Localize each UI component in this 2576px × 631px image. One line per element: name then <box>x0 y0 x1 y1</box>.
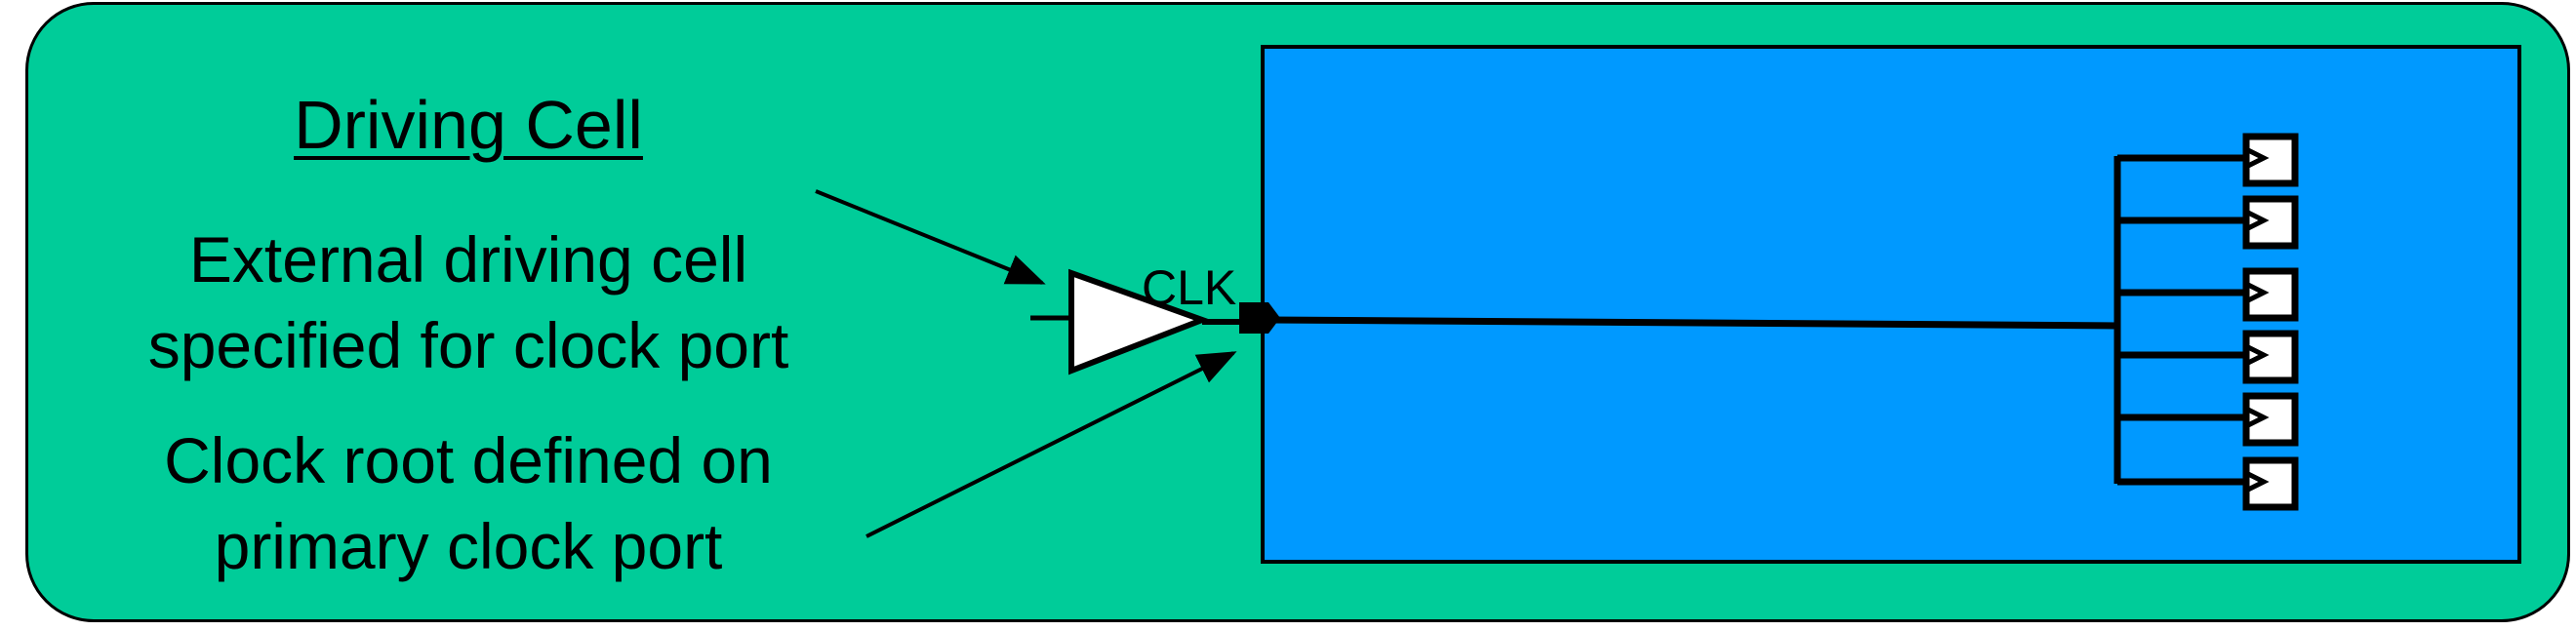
flip-flop-icon <box>2242 392 2299 447</box>
clock-root-arrow <box>865 351 1237 538</box>
clock-sinks <box>2117 133 2299 511</box>
flip-flop-icon <box>2242 133 2299 187</box>
flip-flop-icon <box>2242 456 2299 511</box>
design-block <box>1261 45 2521 564</box>
flip-flop-icon <box>2242 330 2299 384</box>
clock-root-line2: primary clock port <box>214 510 723 582</box>
driving-cell-heading: Driving Cell <box>294 87 643 163</box>
clock-root-description: Clock root defined on primary clock port <box>78 417 859 589</box>
clock-net <box>1268 316 2118 330</box>
flip-flop-icon <box>2242 267 2299 322</box>
clock-root-line1: Clock root defined on <box>164 424 773 496</box>
driving-cell-line1: External driving cell <box>188 223 748 296</box>
buffer-icon <box>1030 268 1245 375</box>
driving-cell-arrow <box>815 189 1046 285</box>
port-pin-icon <box>1239 302 1280 334</box>
driving-cell-description: External driving cell specified for cloc… <box>78 217 859 388</box>
flip-flop-icon <box>2242 195 2299 250</box>
driving-cell-line2: specified for clock port <box>147 309 789 381</box>
